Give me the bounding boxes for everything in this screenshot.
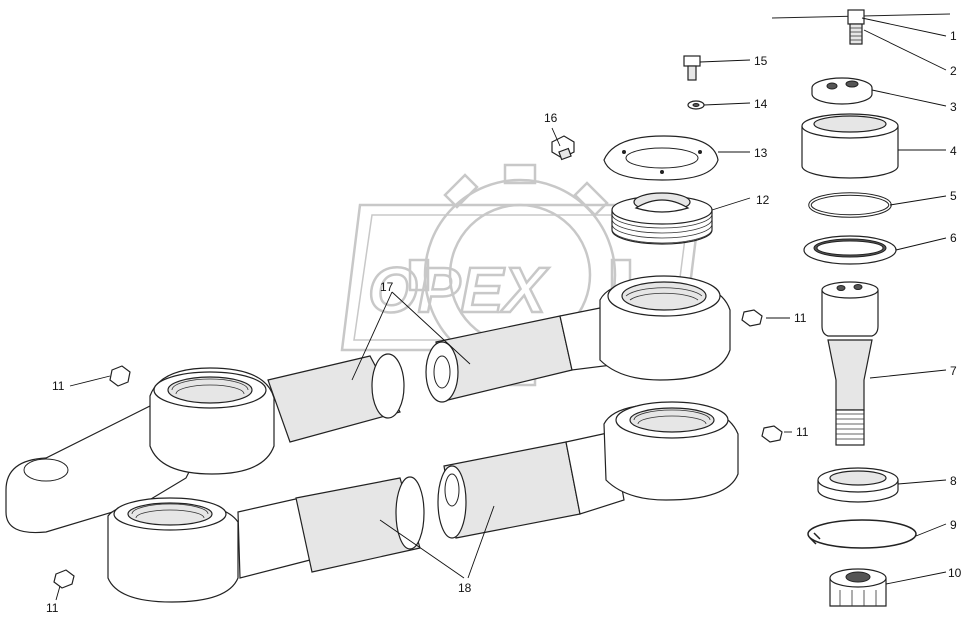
watermark-text: OPEX xyxy=(368,254,549,326)
part-3-cap xyxy=(811,77,873,105)
callout-2: 2 xyxy=(950,64,957,78)
part-11-grease-fitting-3 xyxy=(761,425,783,443)
callout-16: 16 xyxy=(544,111,558,125)
callout-11-bottom: 11 xyxy=(46,601,59,615)
part-7-ball-stud xyxy=(821,281,879,446)
part-17-arm-left xyxy=(5,353,405,534)
leader-lines xyxy=(55,17,947,601)
part-12-threaded-plug xyxy=(611,192,713,245)
callout-1: 1 xyxy=(950,29,957,43)
part-18-tube-lower-right xyxy=(437,401,739,539)
part-4-cover xyxy=(801,113,899,179)
callout-6: 6 xyxy=(950,231,957,245)
callout-14: 14 xyxy=(754,97,768,111)
part-11-grease-fitting-1 xyxy=(109,365,131,387)
callout-18: 18 xyxy=(458,581,472,595)
part-8-lower-ring xyxy=(817,467,899,503)
callout-17: 17 xyxy=(380,280,394,294)
callout-15: 15 xyxy=(754,54,768,68)
callout-5: 5 xyxy=(950,189,957,203)
callout-13: 13 xyxy=(754,146,768,160)
part-10-castle-nut xyxy=(829,568,887,607)
part-11-grease-fitting-4 xyxy=(53,569,75,589)
part-9-snap-ring xyxy=(807,519,917,549)
callout-7: 7 xyxy=(950,364,957,378)
part-18-tube-lower-left xyxy=(107,476,425,603)
part-16-plug-bolt xyxy=(551,135,575,161)
callout-11-mid-lower: 11 xyxy=(796,425,809,439)
part-14-washer xyxy=(687,100,705,110)
part-13-gasket xyxy=(603,135,719,181)
part-1-lock-wire xyxy=(771,9,951,45)
callout-3: 3 xyxy=(950,100,957,114)
callout-12: 12 xyxy=(756,193,770,207)
callout-9: 9 xyxy=(950,518,957,532)
callout-10: 10 xyxy=(948,566,962,580)
callout-8: 8 xyxy=(950,474,957,488)
callout-labels: 1 2 3 4 5 6 7 8 9 10 11 11 11 11 12 13 1… xyxy=(46,29,962,615)
part-5-o-ring xyxy=(808,192,892,218)
part-6-seal-ring xyxy=(803,235,897,265)
part-15-bolt xyxy=(683,55,701,81)
part-11-grease-fitting-2 xyxy=(741,309,763,327)
callout-11-top: 11 xyxy=(52,379,65,393)
part-17-tube-upper xyxy=(425,275,731,403)
callout-11-mid-upper: 11 xyxy=(794,311,807,325)
callout-4: 4 xyxy=(950,144,957,158)
